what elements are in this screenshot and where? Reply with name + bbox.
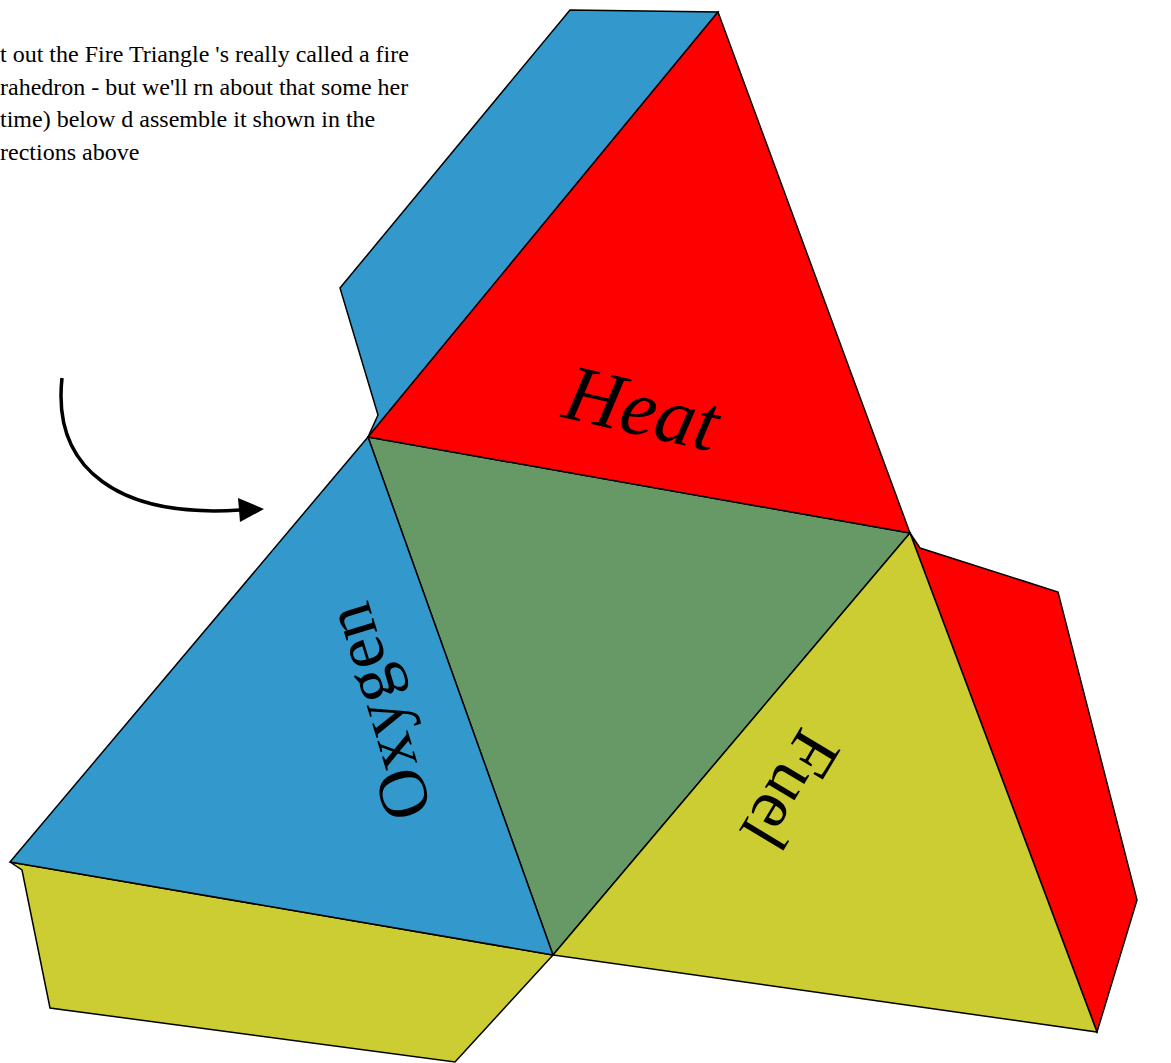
face-shape <box>10 437 553 955</box>
triangle-face: Fuel <box>553 533 1097 1032</box>
instruction-note: t out the Fire Triangle 's really called… <box>0 38 430 168</box>
face-outline <box>10 437 553 955</box>
arrow-head <box>238 498 264 522</box>
face-outline <box>368 12 910 533</box>
pointer-arrow <box>61 378 240 511</box>
triangle-face: Oxygen <box>10 437 553 955</box>
triangle-face: Heat <box>368 12 910 533</box>
face-shape <box>368 12 910 533</box>
face-shape <box>553 533 1097 1032</box>
